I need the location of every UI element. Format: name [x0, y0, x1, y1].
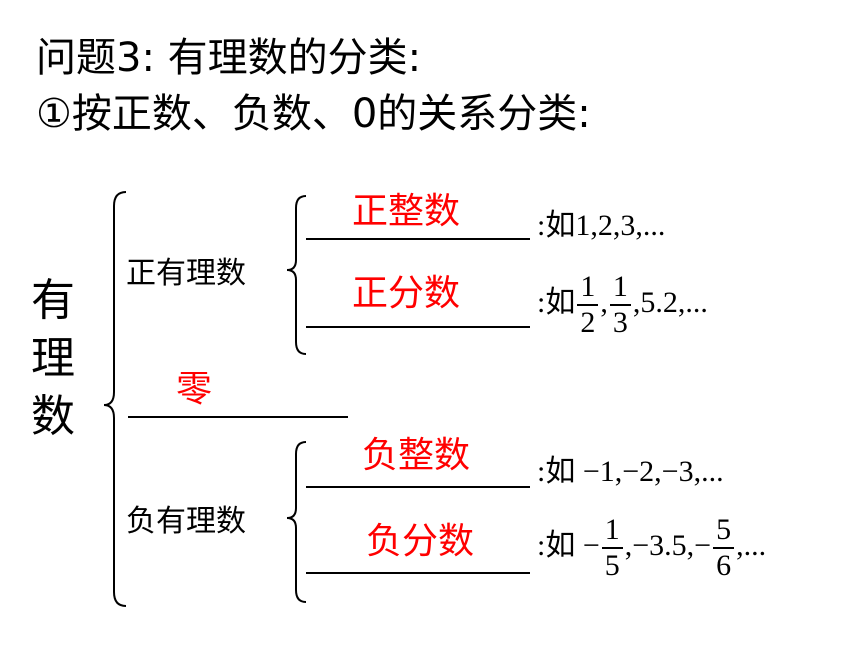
- fraction-denominator: 3: [612, 306, 628, 339]
- negative-fraction-answer: 负分数: [366, 521, 475, 562]
- positive-brace: [286, 195, 307, 355]
- positive-fraction-blank: [306, 326, 530, 328]
- positive-fraction-separator: ,: [600, 285, 608, 319]
- negative-integer-answer: 负整数: [362, 435, 471, 476]
- positive-fraction-tail: ,5.2,...: [632, 285, 708, 319]
- fraction-numerator: 5: [713, 513, 735, 549]
- root-char-2: 理: [31, 333, 75, 384]
- fraction-numerator: 1: [577, 270, 599, 306]
- zero-answer: 零: [176, 369, 213, 410]
- positive-integer-answer: 正整数: [352, 191, 461, 232]
- root-char-3: 数: [31, 391, 75, 442]
- negative-fraction-prefix: :如 −: [537, 528, 600, 562]
- positive-fraction-answer: 正分数: [352, 273, 461, 314]
- negative-integer-blank: [306, 486, 530, 488]
- fraction-denominator: 2: [580, 306, 596, 339]
- root-label: 有 理 数: [28, 272, 78, 446]
- positive-fraction-prefix: :如: [537, 285, 576, 319]
- negative-fraction-middle: ,−3.5,−: [624, 528, 712, 562]
- fraction-numerator: 1: [609, 270, 631, 306]
- page-title: 问题3: 有理数的分类:: [36, 35, 422, 81]
- negative-fraction-tail: ,...: [736, 528, 767, 562]
- zero-blank: [128, 416, 348, 418]
- page-subtitle: ①按正数、负数、0的关系分类:: [36, 91, 591, 137]
- root-char-1: 有: [31, 275, 75, 326]
- negative-rational-label: 负有理数: [126, 504, 246, 539]
- positive-integer-blank: [306, 238, 530, 240]
- fraction-denominator: 6: [716, 549, 732, 582]
- negative-brace: [286, 441, 307, 603]
- positive-integer-example: :如1,2,3,...: [537, 209, 666, 242]
- positive-rational-label: 正有理数: [126, 256, 246, 291]
- fraction-denominator: 5: [604, 549, 620, 582]
- negative-integer-example: :如 −1,−2,−3,...: [537, 455, 724, 488]
- fraction-numerator: 1: [601, 513, 623, 549]
- negative-fraction-blank: [306, 572, 530, 574]
- outer-brace: [103, 191, 127, 607]
